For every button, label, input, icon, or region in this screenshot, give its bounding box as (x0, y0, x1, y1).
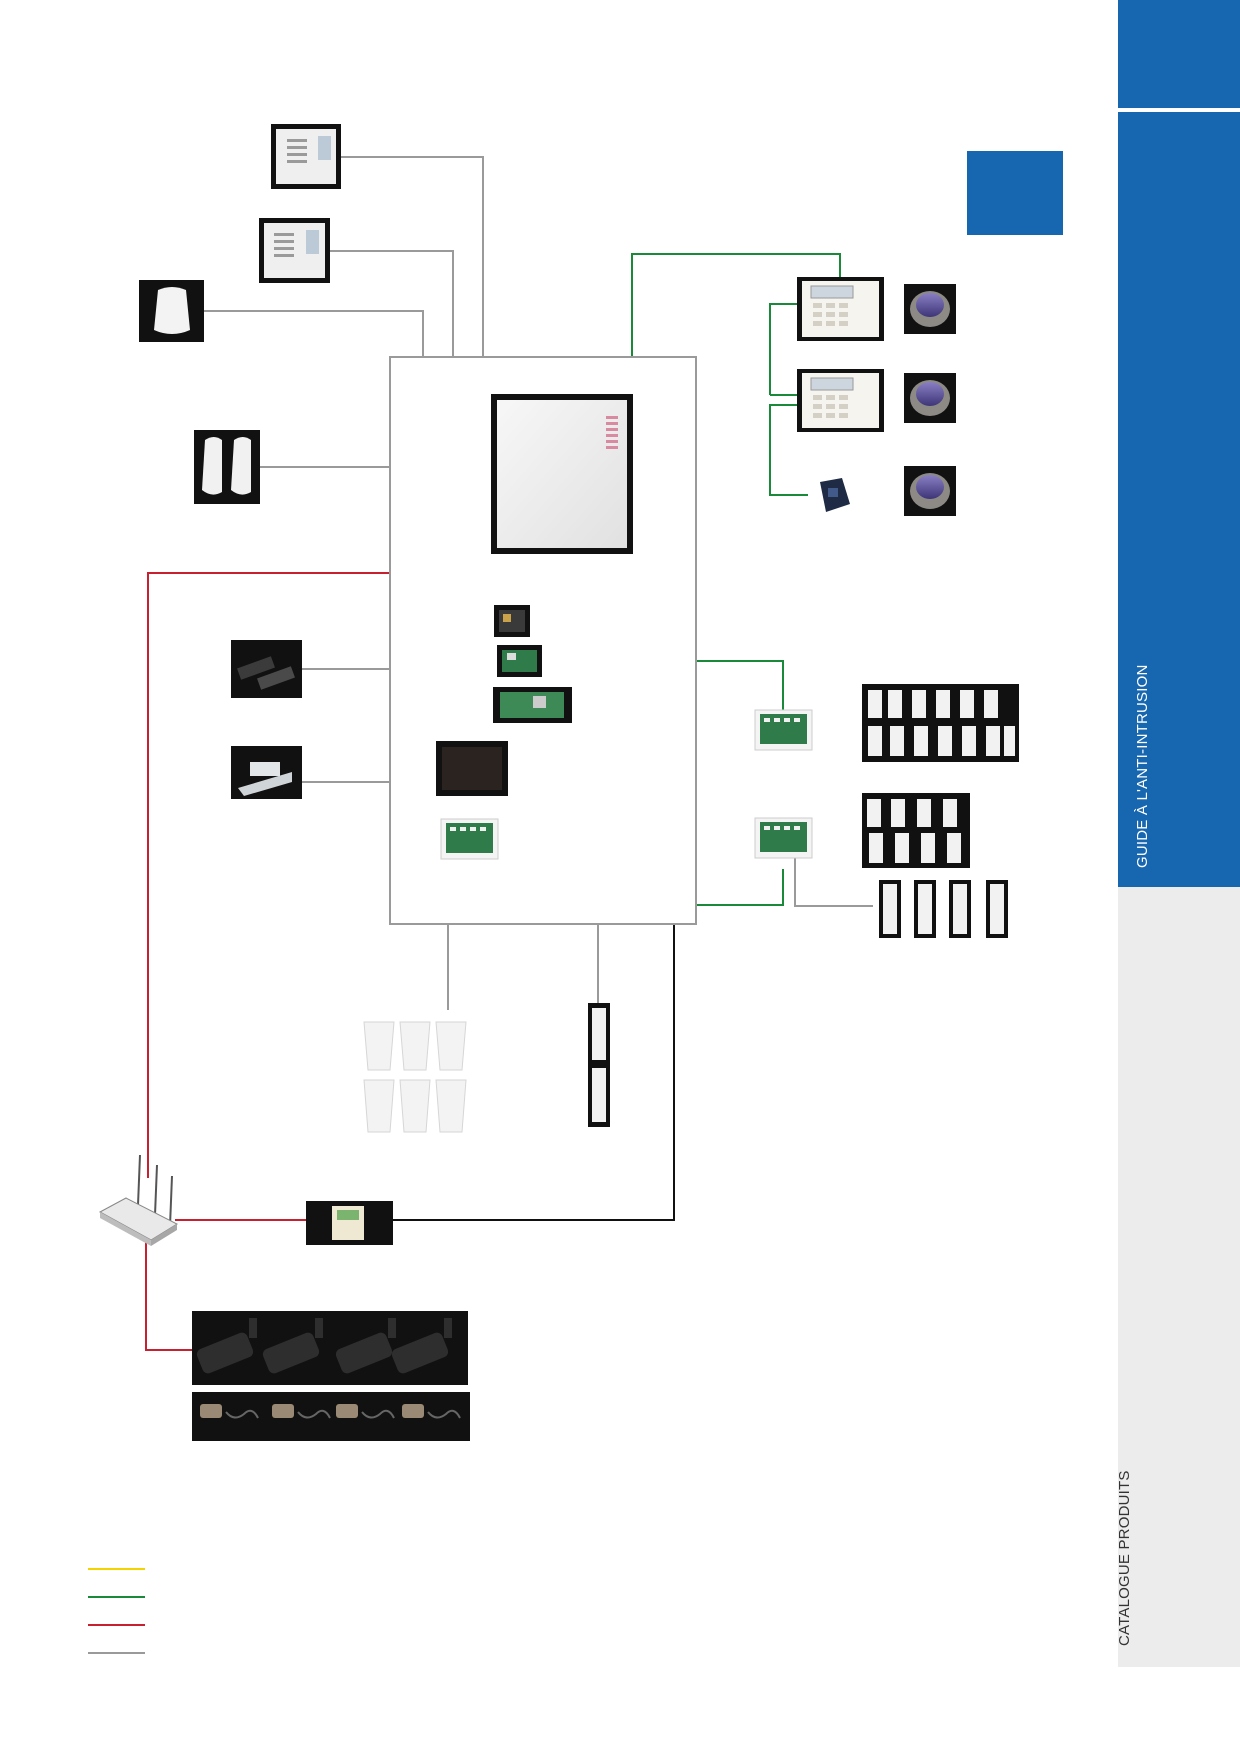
remote-fob-icon[interactable] (904, 373, 956, 423)
detector-group-icon[interactable] (862, 684, 1019, 762)
sidebar-catalogue-tab[interactable] (1118, 887, 1240, 1667)
door-contact-icon[interactable] (879, 880, 1008, 938)
expansion-board-icon (440, 818, 499, 860)
grey-links (204, 156, 873, 1010)
poe-injector-icon (192, 1392, 470, 1441)
plug-in-module-icon[interactable] (493, 687, 572, 723)
ip-camera-icon[interactable] (192, 1311, 468, 1385)
plug-in-module-icon[interactable] (494, 605, 530, 637)
outdoor-siren-icon[interactable] (271, 124, 341, 189)
network-router-icon[interactable] (98, 1154, 179, 1246)
alarm-control-panel-icon[interactable] (491, 394, 633, 554)
detector-group-icon[interactable] (862, 793, 970, 868)
curtain-detector-pair-icon[interactable] (194, 430, 260, 504)
lcd-keypad-icon[interactable] (797, 277, 884, 341)
black-links (393, 924, 675, 1221)
zone-expander-icon[interactable] (754, 817, 813, 859)
legend (88, 1568, 145, 1654)
shock-sensor-icon[interactable] (231, 640, 302, 698)
ip-interface-module-icon[interactable] (306, 1201, 393, 1245)
outdoor-siren-icon[interactable] (259, 218, 330, 283)
motion-detector-group-icon[interactable] (363, 1021, 467, 1133)
chapter-marker (967, 151, 1063, 235)
lcd-keypad-icon[interactable] (797, 369, 884, 432)
zone-expander-icon[interactable] (754, 709, 813, 751)
proximity-reader-icon[interactable] (808, 473, 860, 520)
remote-fob-icon[interactable] (904, 466, 956, 516)
red-links (145, 572, 390, 1351)
remote-fob-icon[interactable] (904, 284, 956, 334)
power-supply-icon (436, 741, 508, 796)
magnetic-contact-bracket-icon[interactable] (231, 746, 302, 799)
plug-in-module-icon[interactable] (497, 645, 542, 677)
sidebar-section-tab[interactable] (1118, 112, 1240, 887)
green-links (631, 253, 841, 906)
sidebar-top-tab (1118, 0, 1240, 108)
door-contact-icon[interactable] (588, 1003, 610, 1127)
indoor-siren-icon[interactable] (139, 280, 204, 342)
